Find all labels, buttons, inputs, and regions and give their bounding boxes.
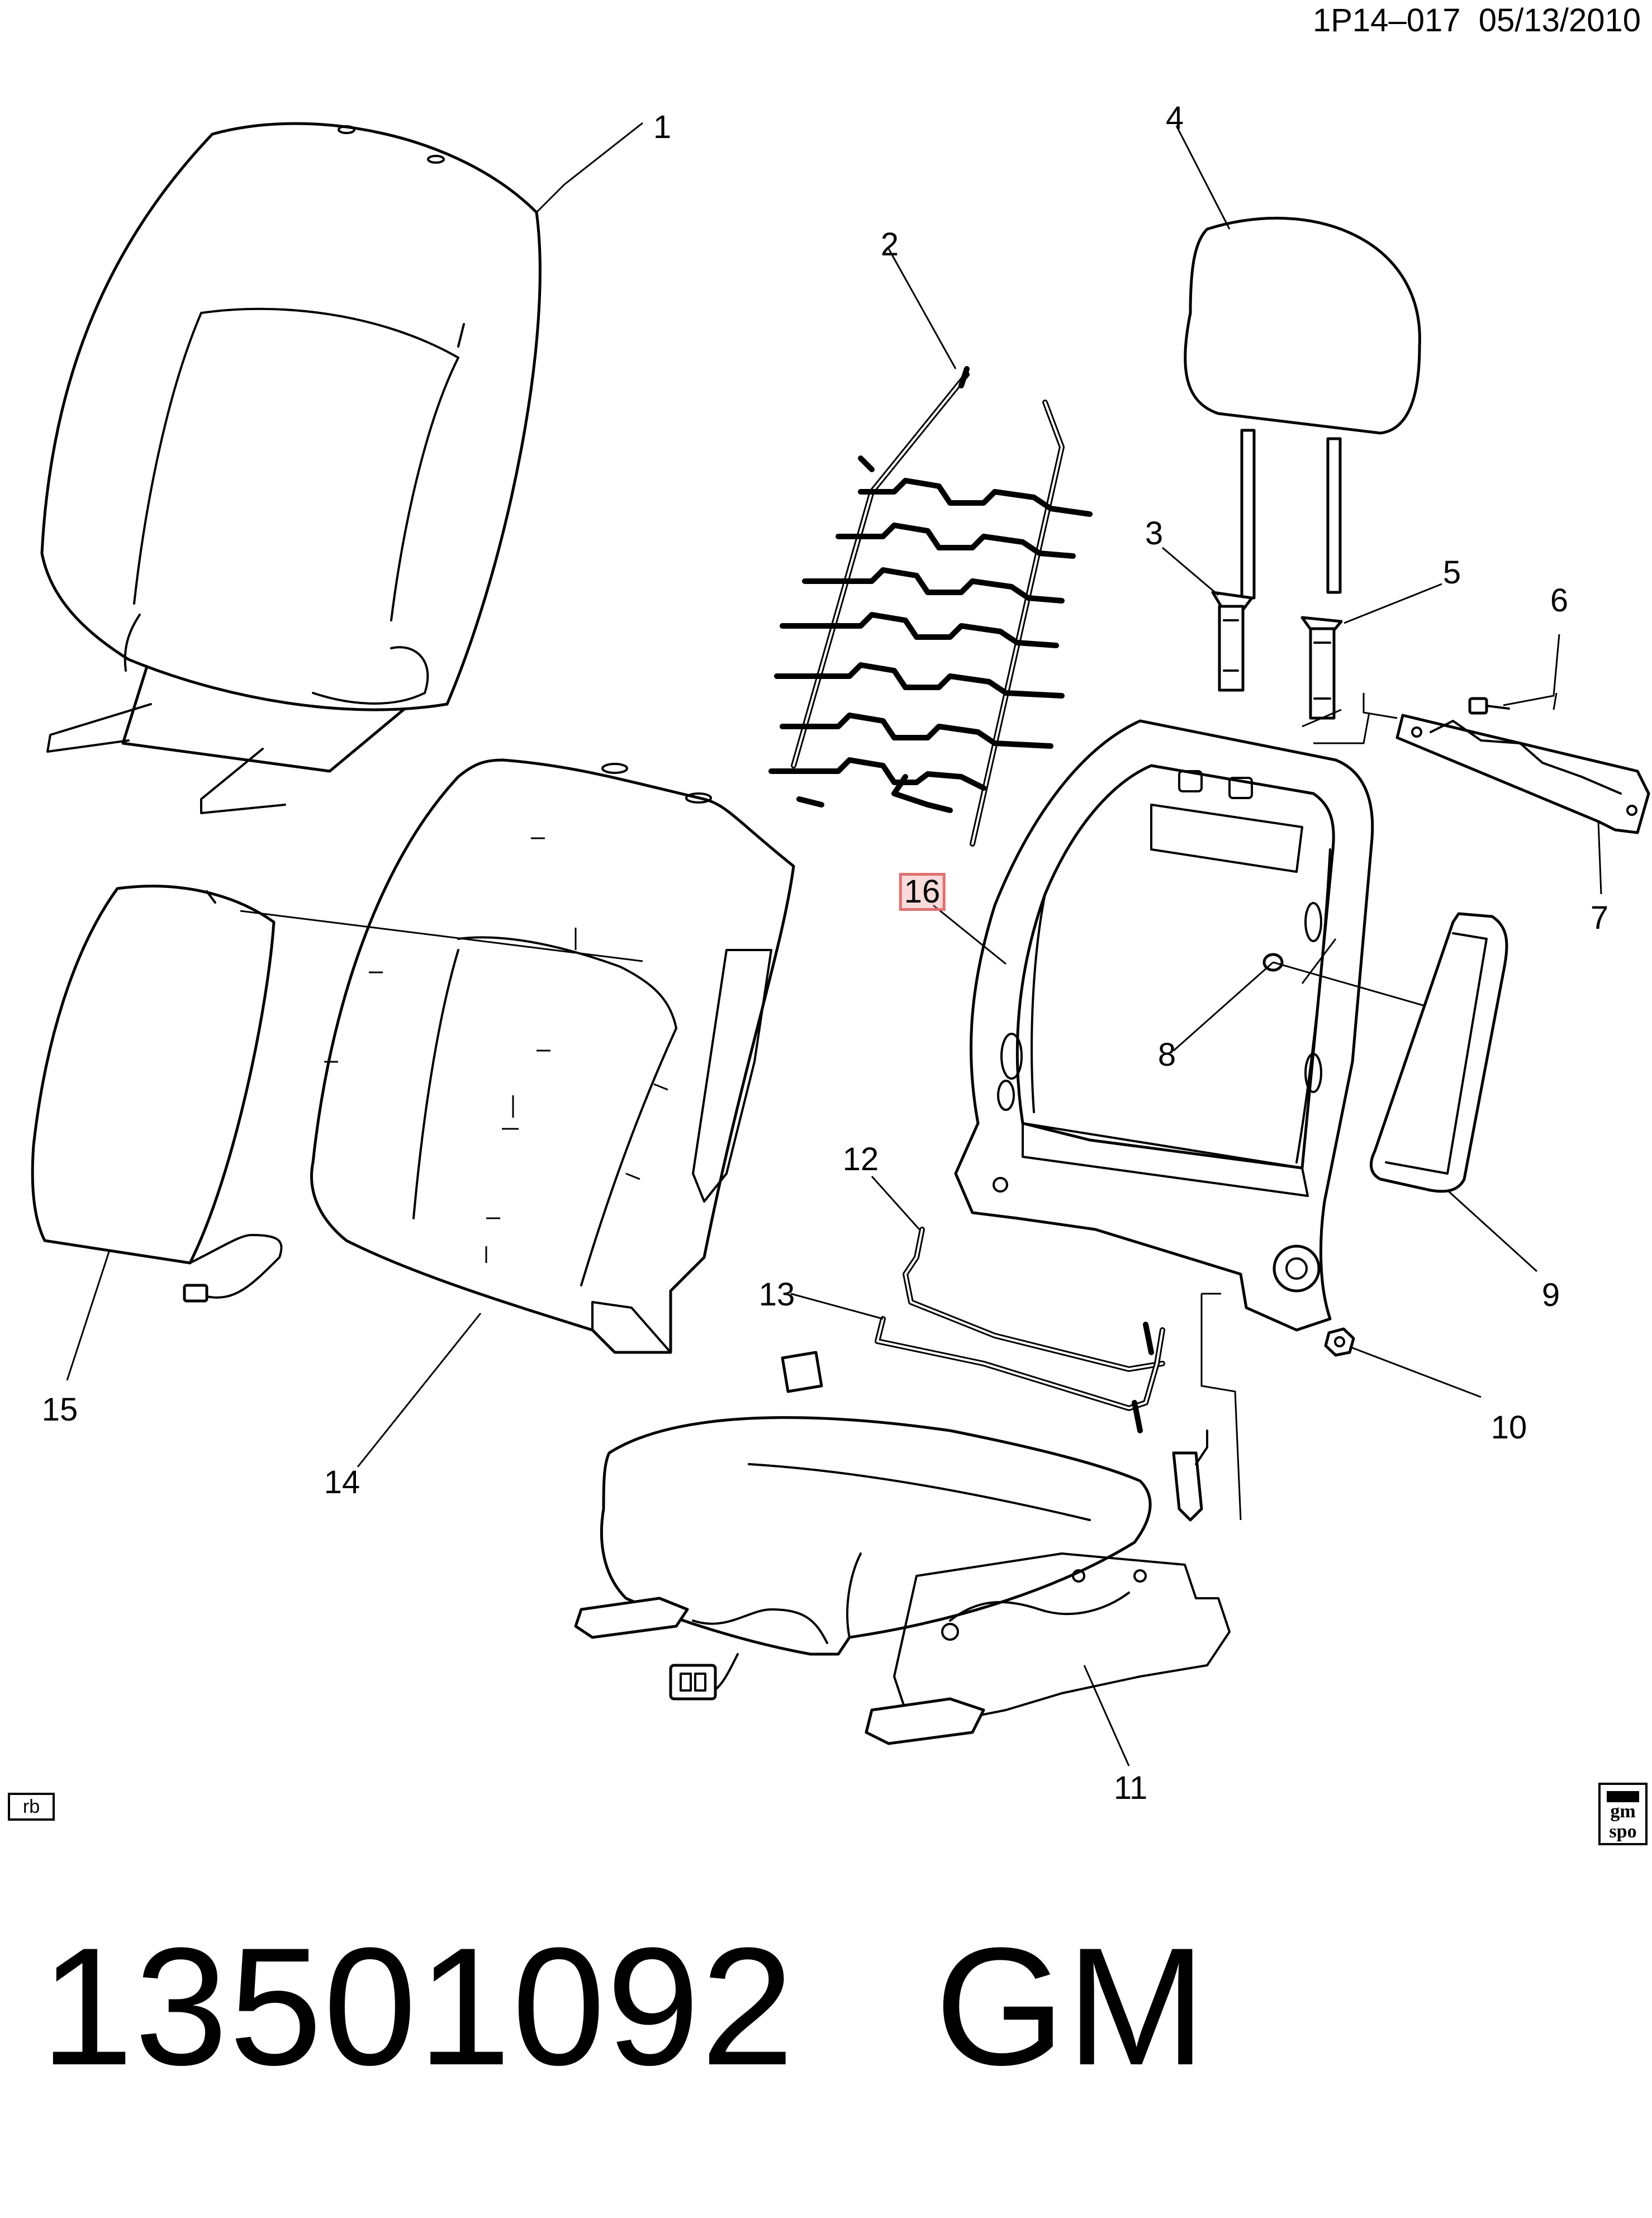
callout-3: 3 [1145,515,1164,552]
part-3-guide [1211,591,1254,692]
callout-13: 13 [758,1276,795,1313]
callout-15: 15 [41,1391,78,1428]
part-6-screw [1468,697,1510,715]
logo-gm-text: gm [1610,1801,1635,1822]
callout-11: 11 [1113,1770,1148,1806]
rb-badge: rb [8,1793,55,1821]
part-7-bracket [1395,714,1650,834]
callout-5: 5 [1442,554,1461,591]
part-1-seatback-cover [40,122,542,814]
brand-name: GM [934,1912,1208,2100]
part-5-guide [1300,616,1343,720]
diagram-date: 05/13/2010 [1478,2,1641,39]
part-11-seat-cushion [574,1351,1231,1745]
callout-16-highlighted: 16 [899,873,946,911]
callout-12: 12 [842,1141,879,1177]
part-12-rod [903,1227,1165,1372]
callout-1: 1 [653,109,672,145]
part-2-spring-mat [768,366,1093,847]
part-10-nut [1324,1327,1355,1357]
part-13-rod [875,1316,1165,1433]
part-14-seatback-cover [310,758,795,1354]
leader-lines [66,122,1602,1766]
part-number: 13501092 [40,1912,795,2100]
callout-14: 14 [324,1464,360,1500]
callout-6: 6 [1550,582,1569,619]
part-4-headrest [1184,217,1421,600]
logo-spo-text: spo [1609,1821,1636,1842]
part-16-seatback-frame [954,719,1374,1332]
callout-2: 2 [880,226,899,263]
callout-9: 9 [1541,1277,1560,1313]
gm-spo-logo-icon: gm spo [1598,1783,1648,1845]
callout-4: 4 [1165,100,1184,136]
callout-7: 7 [1590,900,1609,936]
diagram-header: 1P14–017 05/13/2010 [1313,4,1641,37]
callout-8: 8 [1157,1037,1176,1073]
part-9-side-pad [1369,912,1508,1193]
diagram-code: 1P14–017 [1312,2,1461,39]
part-15-back-panel [31,885,283,1303]
callout-10: 10 [1490,1409,1527,1446]
